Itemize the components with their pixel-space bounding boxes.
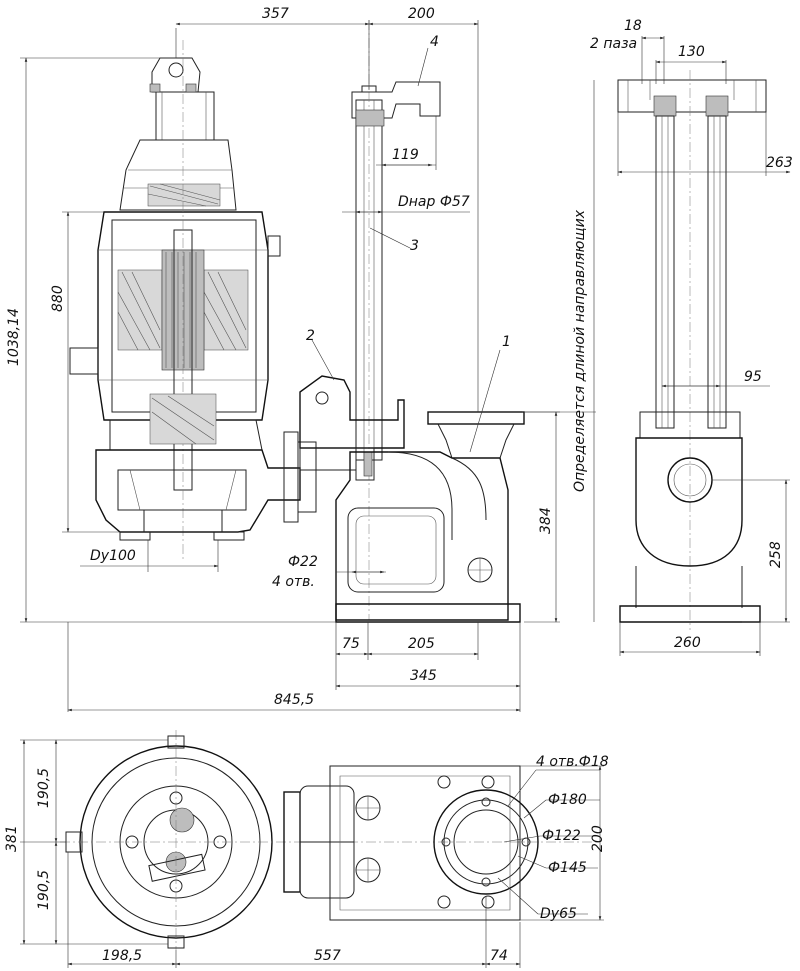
dim-384: 384 <box>538 507 554 534</box>
dim-200-top: 200 <box>408 6 435 22</box>
rail-length-note: Определяется длиной направляющих <box>572 209 588 492</box>
callout-3: 3 <box>410 238 419 254</box>
dim-18: 18 <box>624 18 642 34</box>
dim-2-slots: 2 паза <box>590 36 637 52</box>
discharge-connection <box>335 411 525 623</box>
dim-880: 880 <box>50 285 66 312</box>
dim-4-holes-18: 4 отв.Ф18 <box>536 754 609 770</box>
dim-190-top: 190,5 <box>36 768 52 808</box>
dim-dy65: Dy65 <box>540 906 577 922</box>
dim-205: 205 <box>408 636 435 652</box>
dim-263: 263 <box>766 155 793 171</box>
dim-hole-22-count: 4 отв. <box>272 574 315 590</box>
dim-75: 75 <box>342 636 360 652</box>
dim-d145: Ф145 <box>548 860 587 876</box>
dim-845: 845,5 <box>274 692 314 708</box>
callout-1: 1 <box>502 334 511 350</box>
dim-dy100: Dy100 <box>90 548 136 564</box>
part-callouts: 1 2 3 4 <box>306 34 511 350</box>
dim-74: 74 <box>490 948 508 964</box>
dimension-lines <box>20 20 791 968</box>
dim-198: 198,5 <box>102 948 142 964</box>
dim-119: 119 <box>392 147 419 163</box>
dim-190-bottom: 190,5 <box>36 870 52 910</box>
plan-view <box>60 730 600 950</box>
dim-381: 381 <box>4 825 20 852</box>
callout-2: 2 <box>306 328 315 344</box>
callout-4: 4 <box>430 34 439 50</box>
dim-557: 557 <box>314 948 341 964</box>
dimension-labels: 357 200 18 2 паза 130 263 95 258 260 119… <box>4 6 793 964</box>
dim-260: 260 <box>674 635 701 651</box>
dim-357: 357 <box>262 6 289 22</box>
dim-130: 130 <box>678 44 705 60</box>
dim-d180: Ф180 <box>548 792 587 808</box>
dim-200-plan: 200 <box>590 825 606 852</box>
dim-outer-diameter: Dнар Ф57 <box>398 194 470 210</box>
pump-front-view <box>69 40 317 560</box>
dim-258: 258 <box>768 541 784 568</box>
dim-hole-22: Ф22 <box>288 554 318 570</box>
dim-1038: 1038,14 <box>6 308 22 366</box>
dim-345: 345 <box>410 668 437 684</box>
dim-95: 95 <box>744 369 762 385</box>
side-view <box>617 70 767 630</box>
guide-rail-assembly <box>299 20 441 620</box>
dim-d122: Ф122 <box>542 828 581 844</box>
